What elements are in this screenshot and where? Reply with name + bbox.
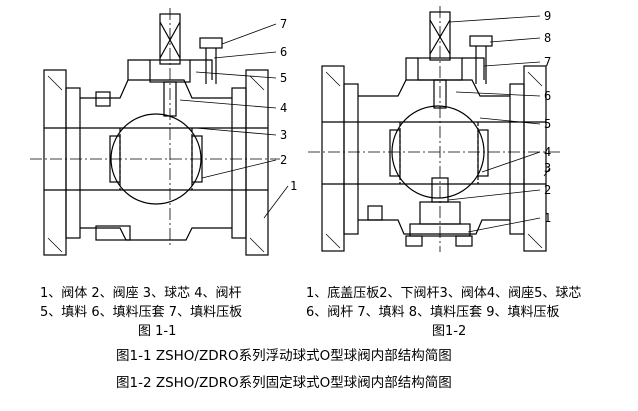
fig2-callout-8: 8 <box>544 31 552 45</box>
fig2-callout-3: 3 <box>544 161 552 175</box>
fig2-legend-line-1: 1、底盖压板2、下阀杆3、阀体4、阀座5、球芯 <box>306 286 582 301</box>
fig2-caption: 图1-2 <box>432 324 467 339</box>
title-line-2: 图1-2 ZSHO/ZDRO系列固定球式O型球阀内部结构简图 <box>116 375 452 391</box>
fig2-callout-4: 4 <box>544 145 552 159</box>
fig2-legend-line-2: 6、阀杆 7、填料 8、填料压套 9、填料压板 <box>306 305 560 320</box>
fig1-callout-2: 2 <box>280 153 288 167</box>
fig2-callout-9: 9 <box>544 9 552 23</box>
fig2-callout-1: 1 <box>544 211 552 225</box>
trunnion-ball-valve-drawing <box>308 6 560 252</box>
fig1-legend-line-1: 1、阀体 2、阀座 3、球芯 4、阀杆 <box>40 286 242 301</box>
fig1-callout-3: 3 <box>280 128 288 142</box>
valve-diagrams <box>30 6 560 256</box>
fig1-callout-6: 6 <box>280 45 288 59</box>
fig1-legend-line-2: 5、填料 6、填料压套 7、填料压板 <box>40 305 243 320</box>
fig1-callout-4: 4 <box>280 101 288 115</box>
fig1-caption: 图 1-1 <box>138 324 177 339</box>
floating-ball-valve-drawing <box>30 8 289 256</box>
fig1-callout-5: 5 <box>280 71 288 85</box>
title-line-1: 图1-1 ZSHO/ZDRO系列浮动球式O型球阀内部结构简图 <box>116 348 452 364</box>
fig2-callout-7: 7 <box>544 55 552 69</box>
fig2-callout-5: 5 <box>544 117 552 131</box>
fig1-callout-1: 1 <box>290 179 298 193</box>
fig2-callout-6: 6 <box>544 89 552 103</box>
fig1-callout-7: 7 <box>280 17 288 31</box>
fig2-callout-2: 2 <box>544 183 552 197</box>
